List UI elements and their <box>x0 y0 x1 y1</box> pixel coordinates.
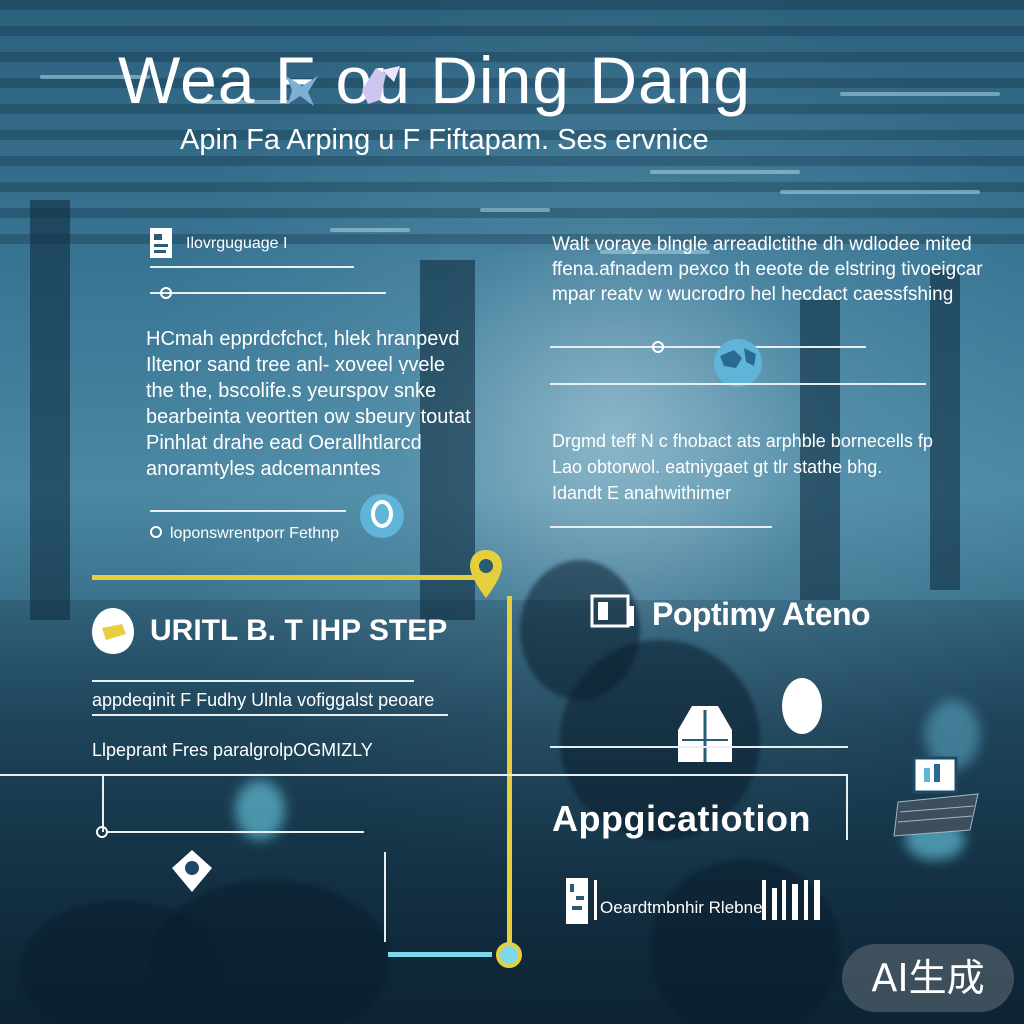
main-horizontal-line <box>0 774 848 776</box>
pillar <box>30 200 70 620</box>
timeline-node <box>150 526 162 538</box>
divider-line <box>108 831 364 833</box>
cyan-glow <box>235 780 285 840</box>
divider-line <box>550 746 848 748</box>
pin-icon <box>278 66 328 115</box>
cyan-connector <box>388 952 492 957</box>
pillar <box>800 300 840 600</box>
coin-icon <box>86 604 140 663</box>
divider-line <box>150 266 354 268</box>
ceiling-light <box>330 228 410 232</box>
person-icon <box>778 672 826 741</box>
page-subtitle: Apin Fa Arping u F Fiftapam. Ses ervnice <box>180 124 709 156</box>
worker-silhouette <box>20 900 220 1024</box>
document-icon <box>148 226 178 267</box>
laptop-icon <box>890 752 986 849</box>
step-heading: URITL B. T IHP STEP <box>150 614 448 647</box>
pillar <box>930 270 960 590</box>
ceiling-light <box>480 208 550 212</box>
connector-line <box>846 776 848 840</box>
left-panel-paragraph: HCmah epprdcfchct, hlek hranpevd Iltenor… <box>146 328 471 480</box>
application-heading: Appgicatiotion <box>552 798 811 839</box>
globe-icon <box>706 336 770 395</box>
divider-line <box>150 510 346 512</box>
step-line-1: appdeqinit F Fudhy Ulnla vofiggalst peoa… <box>92 690 435 710</box>
divider-line <box>550 383 926 385</box>
server-icon <box>588 592 638 641</box>
lightbulb-icon <box>356 490 408 551</box>
map-pin-icon <box>466 546 506 609</box>
location-icon <box>168 846 218 901</box>
yellow-connector <box>507 596 512 948</box>
divider-line <box>550 526 772 528</box>
optimize-heading: Poptimy Ateno <box>652 596 871 632</box>
right-panel-paragraph-1: Walt voraye blngle arreadlctithe dh wdlo… <box>552 234 983 305</box>
divider-line <box>550 346 866 348</box>
ceiling-light <box>200 100 290 104</box>
ceiling-light <box>840 92 1000 96</box>
divider-line <box>92 680 414 682</box>
left-panel-label: Ilovrguguage I <box>186 235 288 252</box>
timeline-node <box>96 826 108 838</box>
yellow-connector <box>92 575 482 580</box>
tool-icon <box>356 60 406 115</box>
jacket-icon <box>674 700 736 773</box>
right-panel-paragraph-2: Drgmd teff N c fhobact ats arphble borne… <box>552 431 933 503</box>
timeline-node <box>160 287 172 299</box>
ceiling-light <box>650 170 800 174</box>
ai-generated-badge: AI生成 <box>842 944 1014 1012</box>
worker-silhouette <box>650 860 840 1024</box>
connector-line <box>384 852 386 942</box>
ceiling-light <box>40 75 150 79</box>
connector-line <box>102 776 104 832</box>
divider-line <box>92 714 448 716</box>
step-line-2: Llpeprant Fres paralgrolpOGMIZLY <box>92 740 373 760</box>
pillar <box>420 260 475 620</box>
page-title: Wea F ou Ding Dang <box>118 43 752 117</box>
timeline-node <box>652 341 664 353</box>
ceiling-light <box>600 250 710 254</box>
end-node-icon <box>494 940 524 975</box>
barcode-icon <box>562 874 826 933</box>
barcode-text: Oeardtmbnhir Rlebne <box>600 898 763 917</box>
divider-line <box>150 292 386 294</box>
left-panel-caption: loponswrentporr Fethnp <box>170 525 339 542</box>
ceiling-light <box>780 190 980 194</box>
